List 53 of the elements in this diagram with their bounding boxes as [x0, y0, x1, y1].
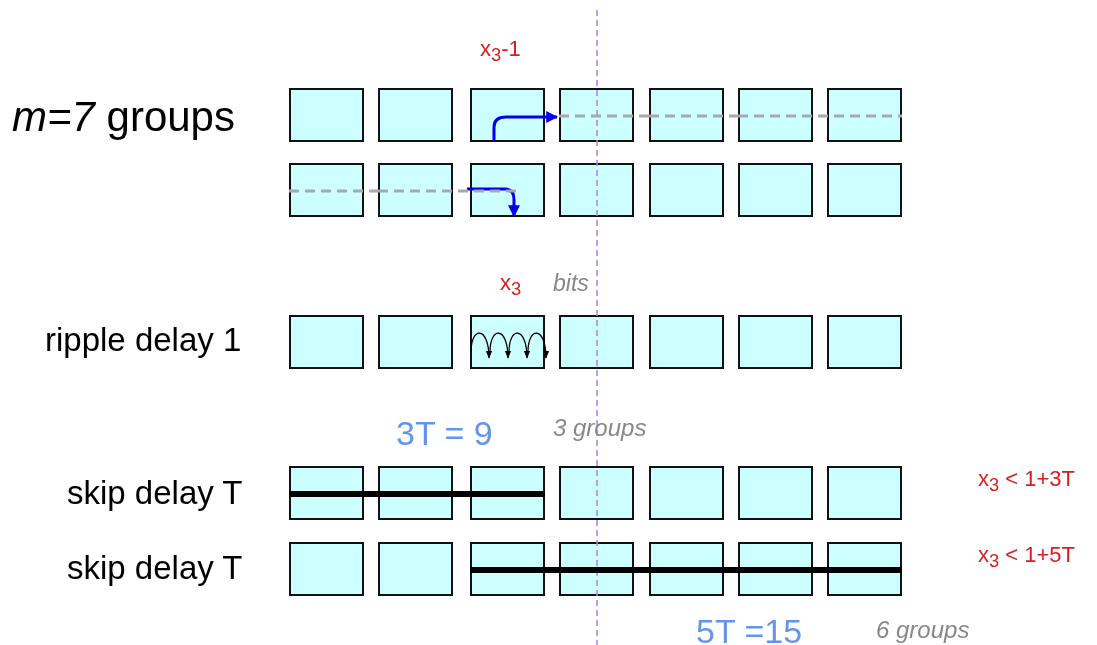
- group-box: [289, 163, 364, 217]
- skip-line: [649, 567, 738, 573]
- row-label: ripple delay 1: [45, 323, 242, 356]
- group-box: [649, 163, 724, 217]
- group-box: [378, 88, 453, 142]
- carry-path-line: [559, 114, 649, 118]
- variable-label: x$_{3}$: [500, 272, 522, 299]
- delay-label: 3T = 9: [396, 416, 493, 450]
- group-box: [649, 88, 724, 142]
- skip-line: [470, 567, 559, 573]
- delay-label: 5T =15: [696, 614, 803, 645]
- carry-arrow: [467, 187, 520, 218]
- group-box: [378, 542, 453, 596]
- group-box: [827, 315, 902, 369]
- carry-arrow: [492, 111, 559, 142]
- unit-label: bits: [553, 272, 589, 295]
- group-box: [827, 163, 902, 217]
- group-box: [559, 466, 634, 520]
- group-count-label: 6 groups: [876, 618, 970, 642]
- group-box: [470, 163, 545, 217]
- group-box: [827, 88, 902, 142]
- condition-label: x$_{3}$ < 1+5T: [978, 544, 1076, 571]
- carry-path-line: [289, 189, 378, 193]
- group-box: [470, 315, 545, 369]
- group-box: [289, 315, 364, 369]
- row-label: skip delay T: [67, 551, 243, 584]
- condition-label: x$_{3}$ < 1+3T: [978, 468, 1076, 495]
- group-box: [559, 163, 634, 217]
- group-box: [470, 88, 545, 142]
- group-box: [738, 466, 813, 520]
- group-box: [289, 542, 364, 596]
- group-box: [378, 163, 453, 217]
- group-box: [559, 88, 634, 142]
- group-box: [649, 466, 724, 520]
- skip-line: [378, 491, 545, 497]
- group-box: [738, 315, 813, 369]
- skip-line: [738, 567, 902, 573]
- group-box: [738, 163, 813, 217]
- variable-label: x$_{3}$-1: [480, 38, 521, 65]
- skip-line: [559, 567, 649, 573]
- group-box: [378, 315, 453, 369]
- row-label: skip delay T: [67, 476, 243, 509]
- carry-path-line: [738, 114, 902, 118]
- carry-path-line: [649, 114, 738, 118]
- carry-path-line: [378, 189, 517, 193]
- group-box: [738, 88, 813, 142]
- group-count-label: 3 groups: [553, 416, 647, 440]
- row-title: m=7 groups: [12, 96, 235, 138]
- group-box: [649, 315, 724, 369]
- group-box: [289, 88, 364, 142]
- group-box: [827, 466, 902, 520]
- group-box: [559, 315, 634, 369]
- skip-line: [289, 491, 378, 497]
